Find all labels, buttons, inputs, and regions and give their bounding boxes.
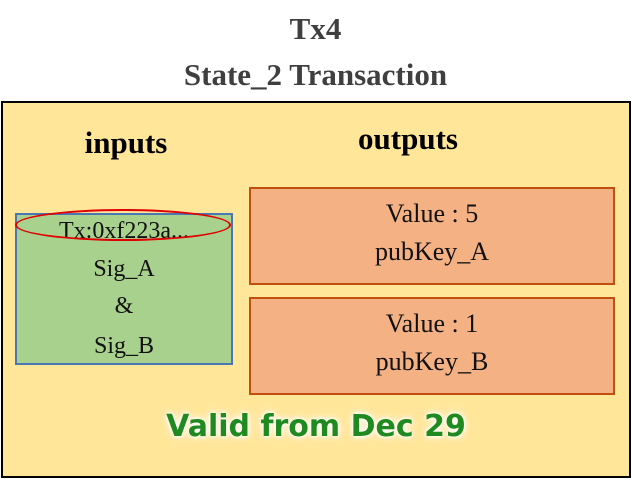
diagram-subtitle: State_2 Transaction [183,57,448,92]
output-box-1: Value : 5 pubKey_A [249,187,615,285]
input-signature-a: Sig_A [93,256,155,282]
highlight-ellipse [15,209,231,241]
output-value: Value : 1 [385,309,479,338]
diagram-title: Tx4 [289,11,342,46]
inputs-label: inputs [84,125,168,160]
outputs-label: outputs [358,121,458,156]
validity-label: Valid from Dec 29 [166,409,466,444]
output-box-2: Value : 1 pubKey_B [249,297,615,395]
output-value: Value : 5 [385,199,479,228]
input-signature-b: Sig_B [93,333,155,359]
input-ampersand: & [114,293,134,319]
output-pubkey: pubKey_A [374,237,490,266]
output-pubkey: pubKey_B [375,347,489,376]
transaction-box: inputs outputs Tx:0xf223a... Sig_A & Sig… [1,101,631,478]
